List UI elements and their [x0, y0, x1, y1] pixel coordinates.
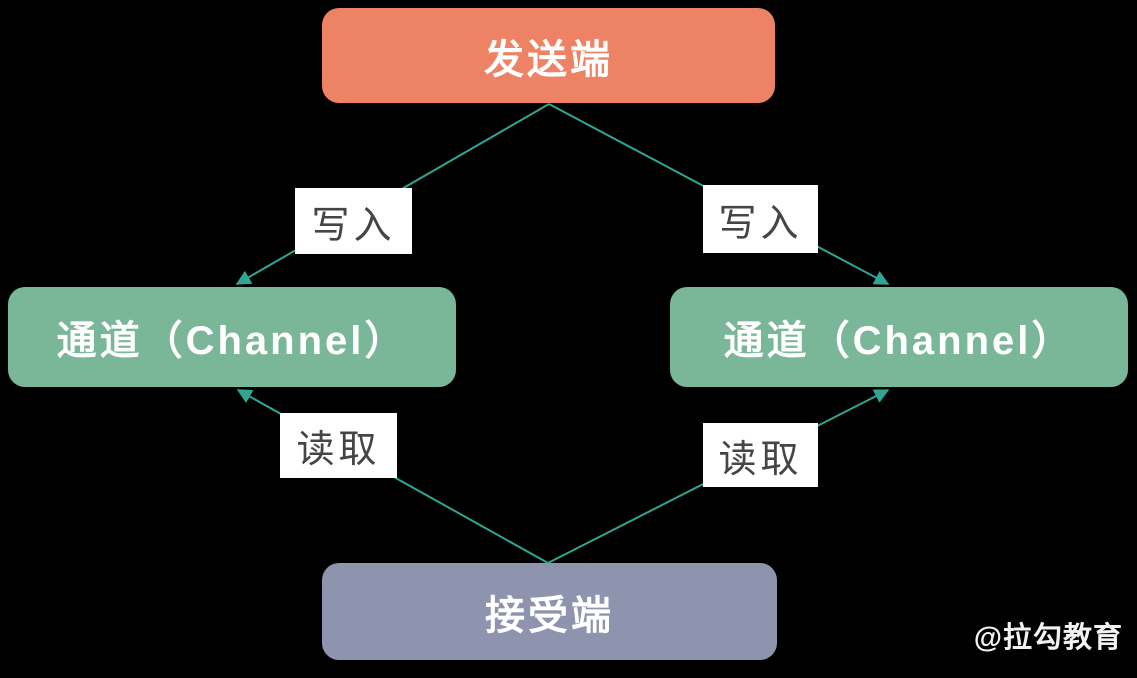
edge-label-write-left: 写入	[295, 188, 412, 254]
watermark: @拉勾教育	[973, 622, 1123, 654]
node-channel-left-label: 通道（Channel）	[56, 319, 408, 363]
edge-label-read-right: 读取	[703, 423, 818, 487]
edge-label-write-right: 写入	[703, 185, 818, 253]
node-sender-label: 发送端	[484, 37, 613, 82]
node-receiver-label: 接受端	[485, 593, 614, 638]
node-channel-right: 通道（Channel）	[670, 287, 1128, 387]
node-sender: 发送端	[322, 8, 775, 103]
node-receiver: 接受端	[322, 563, 777, 660]
node-channel-left: 通道（Channel）	[8, 287, 456, 387]
node-channel-right-label: 通道（Channel）	[723, 319, 1075, 363]
edge-label-read-left: 读取	[280, 413, 397, 478]
